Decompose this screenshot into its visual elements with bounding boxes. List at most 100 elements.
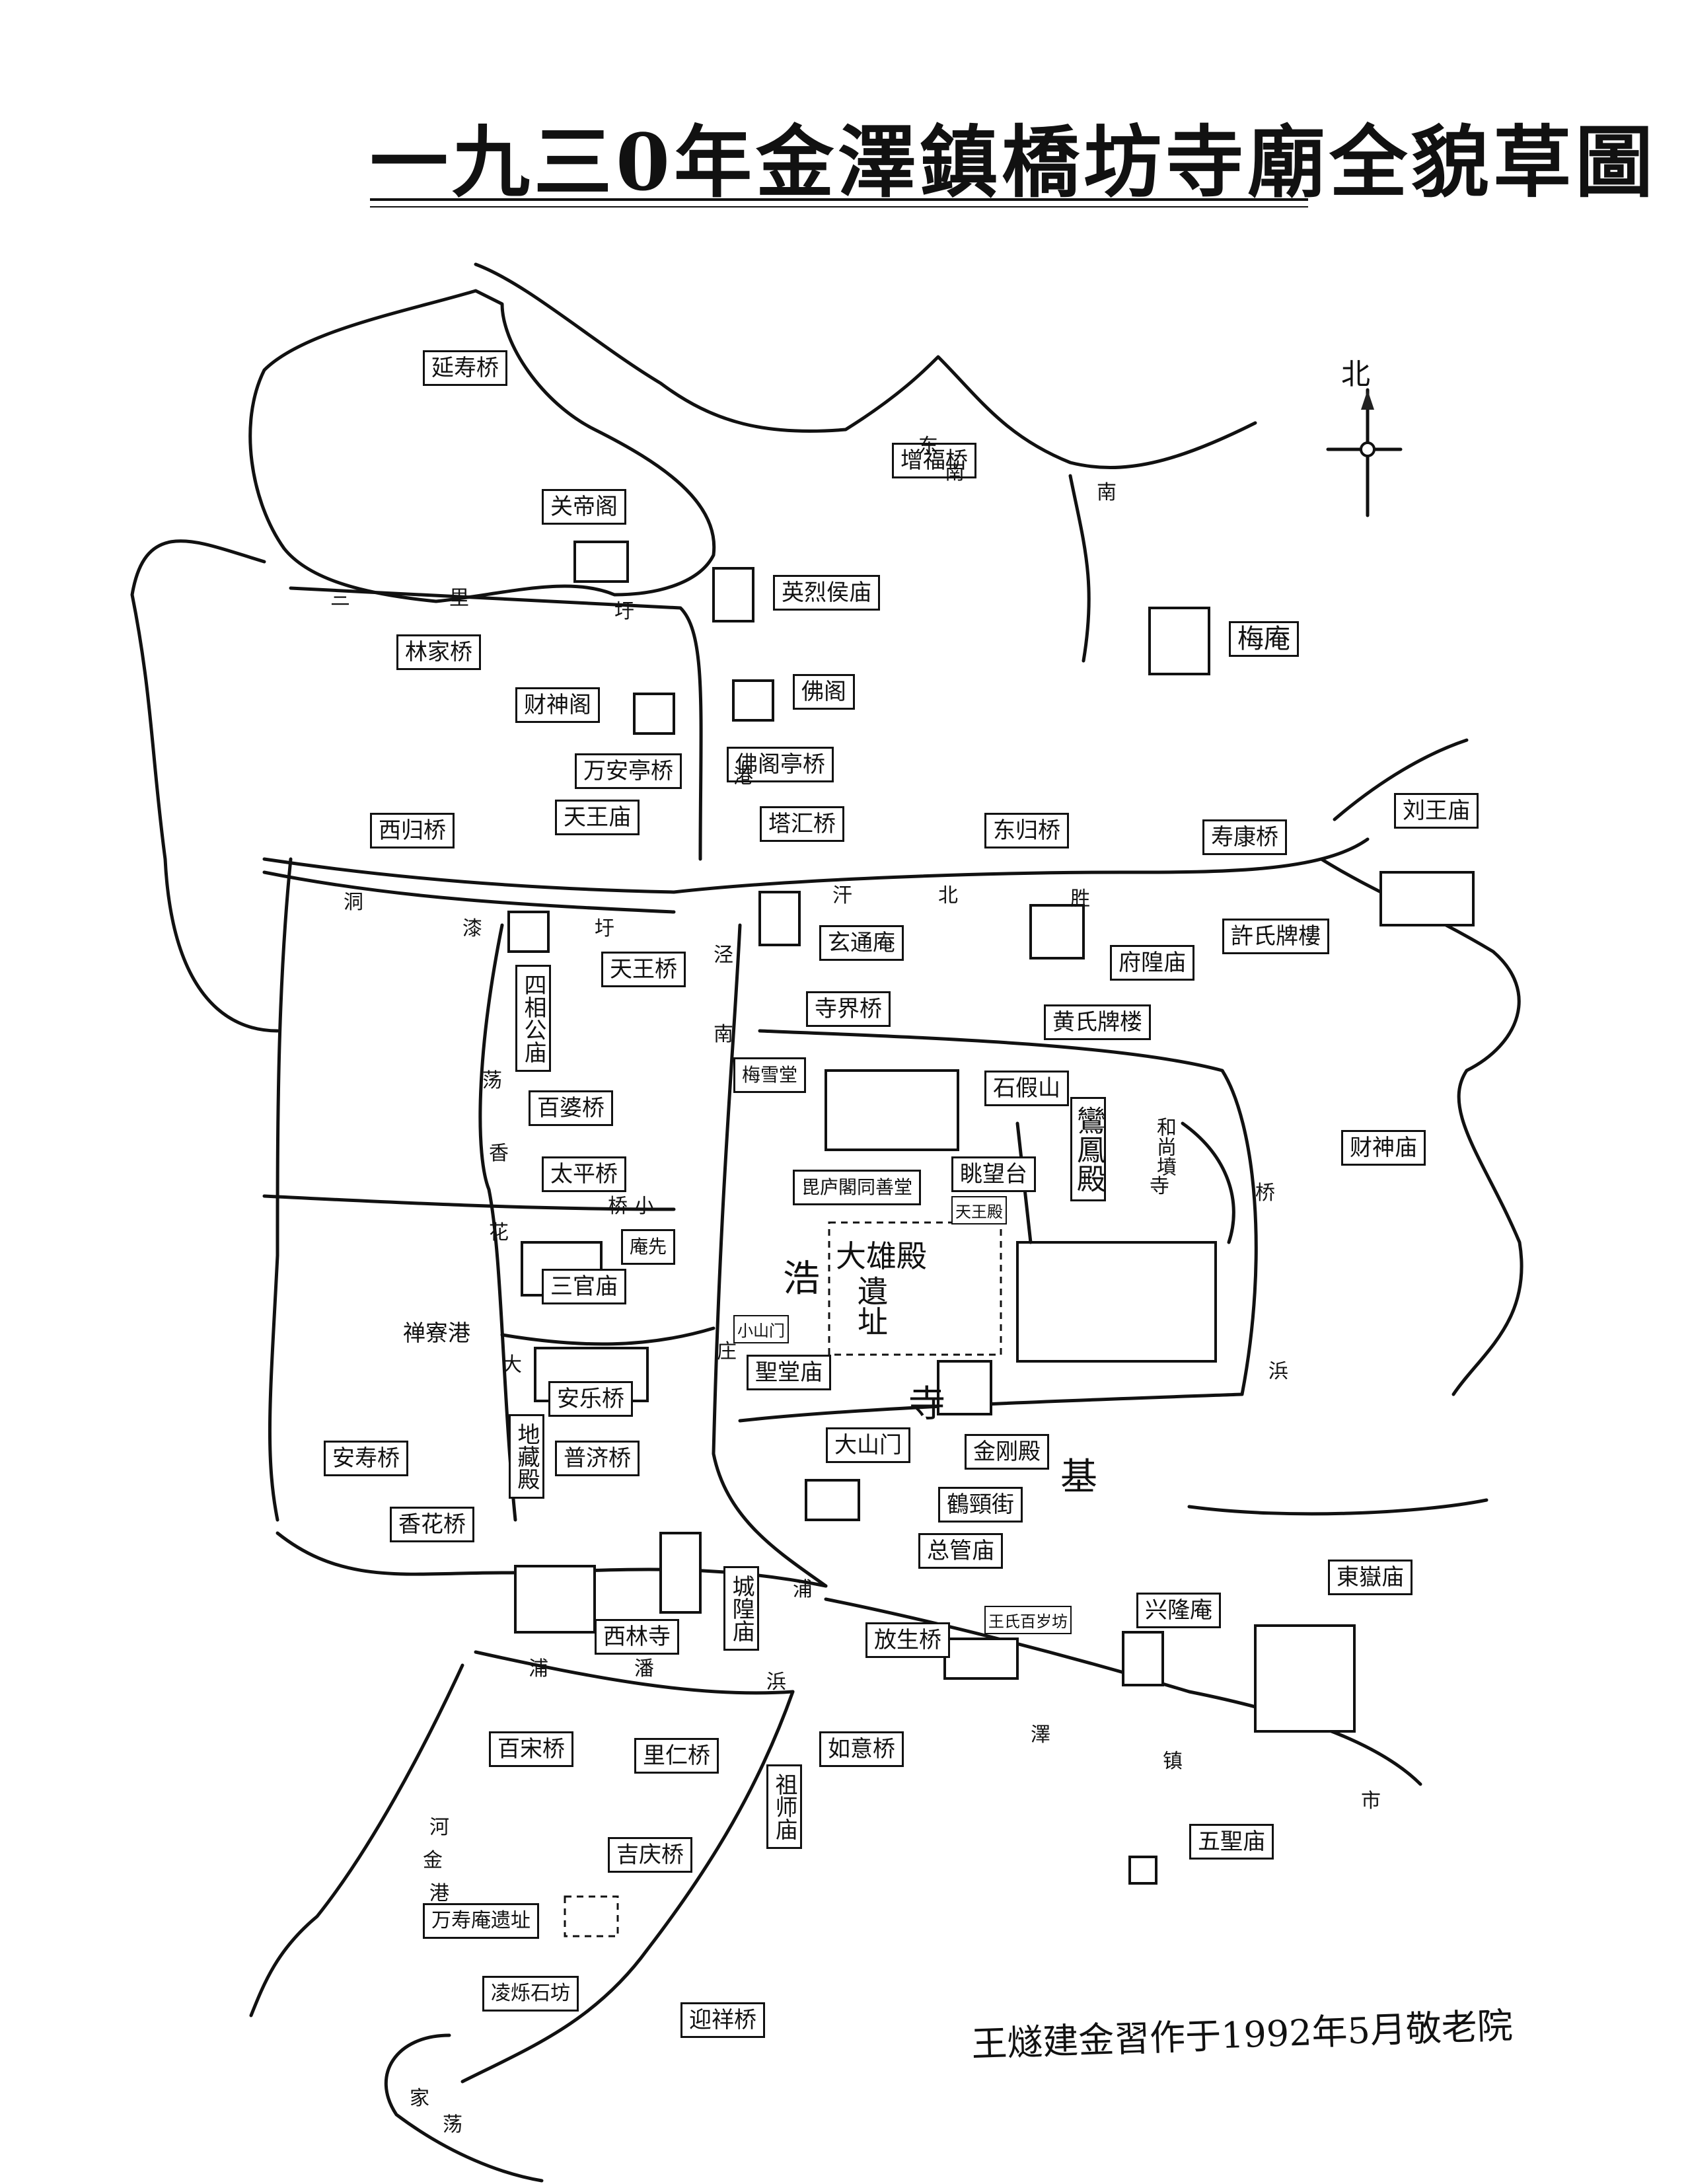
river-road-char: 里 [449, 587, 469, 610]
label-da-shanmen: 大山门 [826, 1427, 910, 1463]
river-north-outer [474, 262, 1257, 469]
road-cross-north-2 [262, 870, 676, 914]
label-zushi-temple: 祖师庙 [766, 1764, 802, 1849]
river-road-char: 南 [714, 1023, 733, 1046]
label-daxiong-hall: 大雄殿 [836, 1238, 927, 1274]
river-road-char: 浜 [1268, 1360, 1288, 1383]
river-road-char: 圩 [614, 600, 634, 623]
river-road-char: 香 [489, 1142, 509, 1165]
label-mei-an: 梅庵 [1229, 621, 1299, 657]
label-sijie-bridge: 寺界桥 [806, 991, 891, 1027]
label-chenghuang-temple: 城隍庙 [723, 1566, 759, 1651]
label-donggui-bridge: 东归桥 [984, 813, 1069, 848]
river-road-char: 洞 [344, 891, 363, 914]
river-northeast [1068, 474, 1091, 663]
river-south-main [824, 1597, 1422, 1786]
river-road-char: 汗 [832, 884, 852, 907]
river-road-char: 小 [634, 1195, 654, 1218]
river-road-char: 浦 [529, 1657, 548, 1680]
river-north-loop [248, 289, 716, 603]
label-wanshou-ruins: 万寿庵遗址 [423, 1903, 539, 1939]
river-southwest-outer [249, 1663, 464, 2017]
label-yanshou-bridge: 延寿桥 [423, 350, 507, 386]
label-xushi-arch: 許氏牌樓 [1222, 919, 1329, 954]
label-caishen-pavilion: 财神阁 [515, 687, 600, 723]
river-road-char: 荡 [482, 1069, 502, 1092]
river-road-char: 花 [489, 1221, 509, 1244]
river-west-outer [130, 539, 279, 1033]
river-road-char: 桥 [608, 1195, 628, 1218]
river-road-char: 镇 [1163, 1750, 1183, 1773]
river-road-char: 漆 [462, 917, 482, 940]
compass-north-label: 北 [1341, 358, 1370, 391]
label-heshang-tomb: 和尚墳 [1153, 1117, 1176, 1176]
label-an-xian: 庵先 [621, 1229, 676, 1265]
road-west [268, 857, 293, 1522]
river-east [1319, 857, 1523, 1396]
label-anle-bridge: 安乐桥 [548, 1381, 633, 1417]
label-hejing-street: 鶴頸街 [938, 1487, 1023, 1523]
label-linjia-bridge: 林家桥 [396, 634, 481, 670]
road-central-west [712, 923, 828, 1588]
label-zengfu-bridge: 增福桥 [892, 443, 976, 478]
label-foge-bridge: 佛阁亭桥 [727, 747, 834, 782]
label-si: 寺 [908, 1383, 945, 1426]
label-yizhi: 遺址 [853, 1275, 889, 1336]
label-taxun-bridge: 塔汇桥 [760, 806, 844, 842]
river-road-char: 北 [938, 884, 958, 907]
river-road-char: 潘 [634, 1657, 654, 1680]
river-road-char: 泾 [714, 944, 733, 967]
label-xigui-bridge: 西归桥 [370, 813, 455, 848]
road-mid-cross [262, 1194, 676, 1211]
label-huangshi-arch: 黄氏牌楼 [1044, 1004, 1151, 1040]
label-xianghua-bridge: 香花桥 [390, 1507, 474, 1542]
river-east-upper [1333, 738, 1469, 821]
river-road-char: 金 [423, 1849, 443, 1872]
label-tianwang-hall-small: 天王殿 [951, 1196, 1007, 1224]
label-baibo-bridge: 百婆桥 [529, 1090, 613, 1126]
title-underline [370, 198, 1308, 201]
label-luanfeng-hall: 鸞鳳殿 [1070, 1097, 1106, 1201]
river-south-bend [460, 1690, 795, 2084]
map-title: 一九三0年金澤鎮橋坊寺廟全貌草圖 [370, 116, 1658, 208]
label-sanguan-temple: 三官庙 [542, 1269, 626, 1304]
label-fuhuang-temple: 府隍庙 [1110, 945, 1194, 981]
label-caishen-temple: 财神庙 [1341, 1130, 1426, 1166]
label-yingxiang-bridge: 迎祥桥 [680, 2002, 765, 2038]
river-south-west [474, 1650, 795, 1695]
label-anshou-bridge: 安寿桥 [324, 1441, 408, 1476]
label-tianwang-temple: 天王庙 [555, 800, 640, 835]
label-xiao-shanmen: 小山门 [733, 1315, 789, 1343]
river-road-char: 家 [410, 2087, 429, 2110]
river-road-char: 桥 [1255, 1182, 1275, 1205]
river-road-char: 港 [429, 1882, 449, 1905]
label-guandi-pavilion: 关帝阁 [542, 489, 626, 525]
label-dizang-hall: 地藏殿 [509, 1414, 544, 1499]
label-liren-bridge: 里仁桥 [634, 1738, 719, 1774]
label-xinglong-an: 兴隆庵 [1136, 1593, 1221, 1628]
compass-rose [1326, 388, 1403, 517]
river-road-char: 寺 [1150, 1175, 1169, 1198]
label-wangshi-arch: 王氏百岁坊 [984, 1606, 1072, 1634]
title-underline-2 [370, 206, 1308, 207]
label-fangsheng-bridge: 放生桥 [865, 1622, 950, 1658]
label-wusheng-temple: 五聖庙 [1189, 1824, 1274, 1860]
label-chanjiao-gang: 禅寮港 [403, 1320, 470, 1347]
label-xuantong-an: 玄通庵 [819, 925, 904, 961]
river-road-char: 庄 [717, 1340, 737, 1363]
river-southeast [1187, 1498, 1488, 1516]
road-inner-cross [500, 1326, 716, 1346]
label-ji: 基 [1060, 1456, 1097, 1499]
river-road-char: 大 [502, 1353, 522, 1376]
label-jingang-hall: 金刚殿 [965, 1434, 1049, 1470]
road-south-cross [275, 1531, 828, 1588]
label-puji-bridge: 普济桥 [555, 1441, 640, 1476]
label-baisong-bridge: 百宋桥 [489, 1731, 573, 1767]
label-taiping-bridge: 太平桥 [542, 1156, 626, 1192]
river-road-char: 南 [1097, 481, 1117, 504]
river-road-char: 浜 [766, 1671, 786, 1694]
label-mei-tang: 梅雪堂 [733, 1057, 807, 1093]
label-liuwang-temple: 刘王庙 [1394, 793, 1479, 829]
